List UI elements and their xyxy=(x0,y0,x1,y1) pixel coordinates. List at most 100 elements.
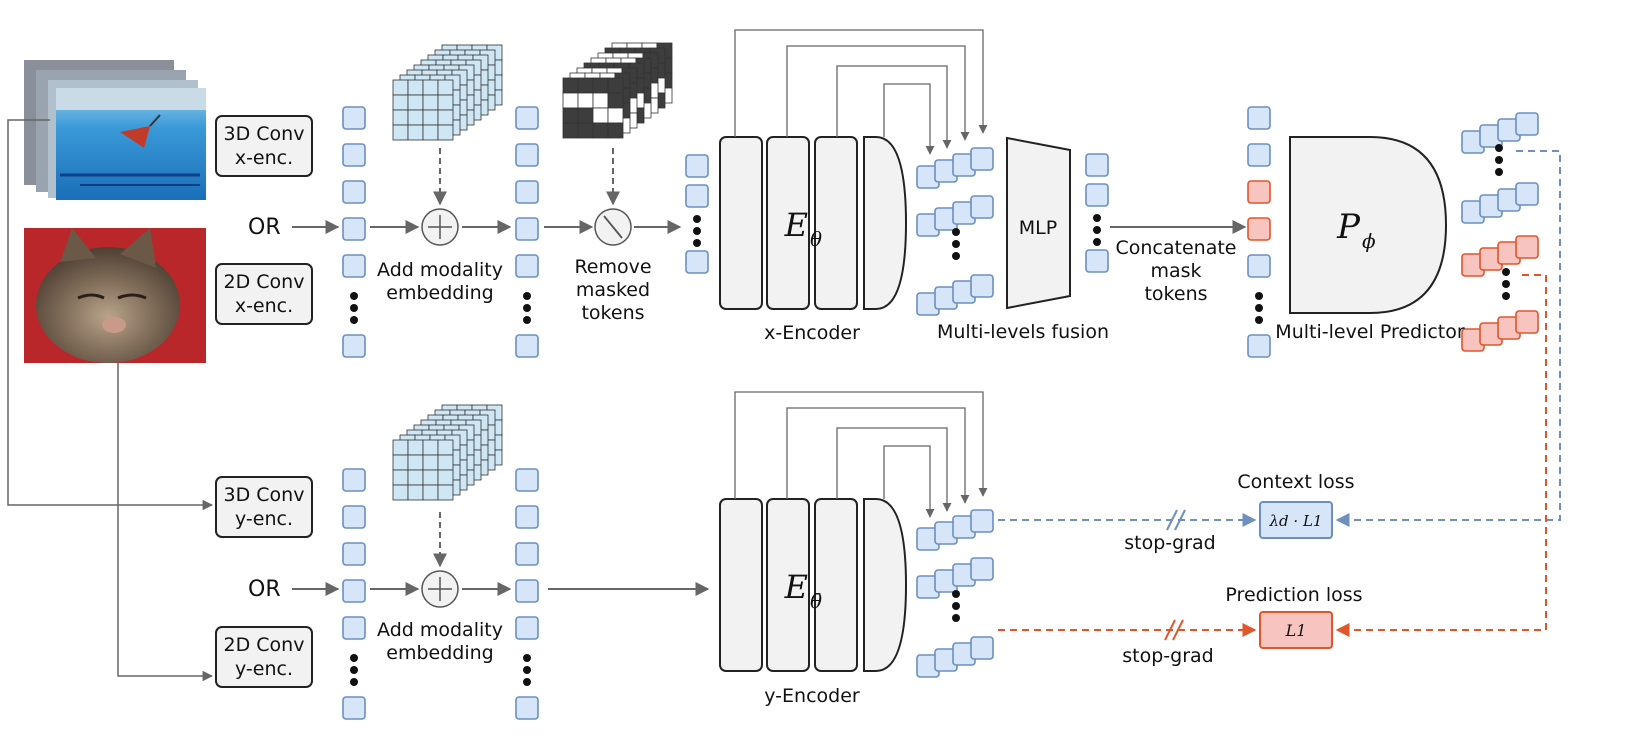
remove-masked-label-3: tokens xyxy=(581,302,644,324)
predictor-label: Multi-level Predictor xyxy=(1275,321,1465,343)
concat-col-token xyxy=(1247,180,1271,204)
grid-bottom-cell xyxy=(407,469,424,486)
concat-col-ellipsis xyxy=(1255,304,1263,312)
embedded-col-bottom-token xyxy=(515,696,539,720)
modality-embedding-grid-bottom xyxy=(392,404,503,501)
conv3d-y-enc-box: 3D Conv y-enc. xyxy=(215,476,313,538)
svg-text:x-enc.: x-enc. xyxy=(235,147,293,169)
conv2d-y-enc-box: 2D Conv y-enc. xyxy=(215,626,313,688)
embedded-col-bottom-ellipsis xyxy=(523,654,531,662)
grid-top-cell xyxy=(407,94,424,111)
concat-col-token xyxy=(1247,106,1271,130)
conv2d-x-enc-box: 2D Conv x-enc. xyxy=(215,263,313,325)
svg-text:Prediction loss: Prediction loss xyxy=(1225,584,1362,606)
x-encoder-skip-connections xyxy=(734,29,988,155)
x-level-ellipsis xyxy=(952,240,960,248)
y-encoder-label: y-Encoder xyxy=(764,685,860,707)
fused-tokens-col-ellipsis xyxy=(1093,238,1101,246)
add-modality-label-bottom-2: embedding xyxy=(386,642,493,664)
stop-grad-label-context: stop-grad xyxy=(1124,532,1215,554)
svg-text:E: E xyxy=(784,206,808,244)
embedded-col-top-token xyxy=(515,180,539,204)
conv-out-col-bottom-token xyxy=(342,468,366,492)
svg-text:θ̄: θ̄ xyxy=(810,589,822,613)
grid-bottom-cell xyxy=(392,469,409,486)
pred-context-stack xyxy=(1515,182,1539,206)
multi-level-predictor-block: P ϕ xyxy=(1289,136,1448,314)
grid-mask-cell xyxy=(562,77,579,94)
grid-mask-cell xyxy=(592,92,609,109)
conv-out-col-bottom-ellipsis xyxy=(350,654,358,662)
pred-context-ellipsis xyxy=(1495,168,1503,176)
svg-text:θ: θ xyxy=(810,227,822,251)
conv3d-x-enc-box: 3D Conv x-enc. xyxy=(215,115,313,177)
conv-out-col-top-token xyxy=(342,334,366,358)
x-level-stack xyxy=(970,147,994,171)
pred-mask-ellipsis xyxy=(1502,268,1510,276)
embedded-col-top-token xyxy=(515,254,539,278)
svg-text:λd · L1: λd · L1 xyxy=(1269,512,1323,530)
grid-top-cell xyxy=(422,124,439,141)
fusion-label: Multi-levels fusion xyxy=(937,321,1109,343)
grid-bottom-cell xyxy=(422,484,439,501)
add-modality-label-top-1: Add modality xyxy=(377,259,503,281)
svg-text:2D Conv: 2D Conv xyxy=(224,634,305,656)
svg-text:2D Conv: 2D Conv xyxy=(224,271,305,293)
grid-top-cell xyxy=(437,109,454,126)
mask-pattern-grid xyxy=(562,42,673,139)
concat-col-token xyxy=(1247,143,1271,167)
visible-tokens-col-token xyxy=(685,250,709,274)
visible-tokens-col-ellipsis xyxy=(693,227,701,235)
conv-out-col-top-ellipsis xyxy=(350,316,358,324)
y-encoder-block: E θ̄ xyxy=(719,498,908,672)
concat-label-2: mask xyxy=(1150,260,1201,282)
stop-grad-label-prediction: stop-grad xyxy=(1122,645,1213,667)
conv-out-col-bottom-token xyxy=(342,579,366,603)
conv-out-col-top-token xyxy=(342,180,366,204)
pred-context-stack xyxy=(1515,112,1539,136)
x-encoder-block: E θ xyxy=(719,136,908,310)
grid-bottom-cell xyxy=(422,439,439,456)
token-columns xyxy=(342,106,1539,720)
visible-tokens-col-token xyxy=(685,154,709,178)
concat-col-ellipsis xyxy=(1255,292,1263,300)
pred-mask-return-line xyxy=(1335,274,1547,637)
x-encoder-label: x-Encoder xyxy=(764,322,860,344)
grid-top-cell xyxy=(437,124,454,141)
grid-bottom-cell xyxy=(392,454,409,471)
video-to-y3d-line xyxy=(7,119,214,511)
y-level-ellipsis xyxy=(952,590,960,598)
grid-mask-cell xyxy=(592,77,609,94)
y-level-stack xyxy=(970,636,994,660)
grid-mask-cell xyxy=(607,122,624,139)
embedded-col-bottom-ellipsis xyxy=(523,666,531,674)
embedded-col-top-ellipsis xyxy=(523,316,531,324)
grid-mask-cell xyxy=(562,122,579,139)
svg-text:3D Conv: 3D Conv xyxy=(224,123,305,145)
pred-mask-stack xyxy=(1515,235,1539,259)
svg-text:y-enc.: y-enc. xyxy=(235,508,293,530)
embedded-col-top-ellipsis xyxy=(523,304,531,312)
grid-top-cell xyxy=(422,109,439,126)
fused-tokens-col-token xyxy=(1085,153,1109,177)
visible-tokens-col-ellipsis xyxy=(693,239,701,247)
pred-mask-ellipsis xyxy=(1502,280,1510,288)
grid-bottom-cell xyxy=(422,469,439,486)
embedded-col-top-ellipsis xyxy=(523,292,531,300)
svg-text:E: E xyxy=(784,568,808,606)
y-level-ellipsis xyxy=(952,614,960,622)
grid-top-cell xyxy=(437,94,454,111)
grid-bottom-cell xyxy=(407,454,424,471)
or-label-top: OR xyxy=(248,215,281,240)
conv-out-col-bottom-ellipsis xyxy=(350,678,358,686)
grid-mask-cell xyxy=(592,107,609,124)
grid-bottom-cell xyxy=(422,454,439,471)
fused-tokens-col-ellipsis xyxy=(1093,226,1101,234)
embedded-col-top-token xyxy=(515,334,539,358)
embedded-col-bottom-ellipsis xyxy=(523,678,531,686)
conv-out-col-bottom-ellipsis xyxy=(350,666,358,674)
svg-text:x-enc.: x-enc. xyxy=(235,295,293,317)
grid-mask-cell xyxy=(577,77,594,94)
remove-masked-label-2: masked xyxy=(576,279,650,301)
